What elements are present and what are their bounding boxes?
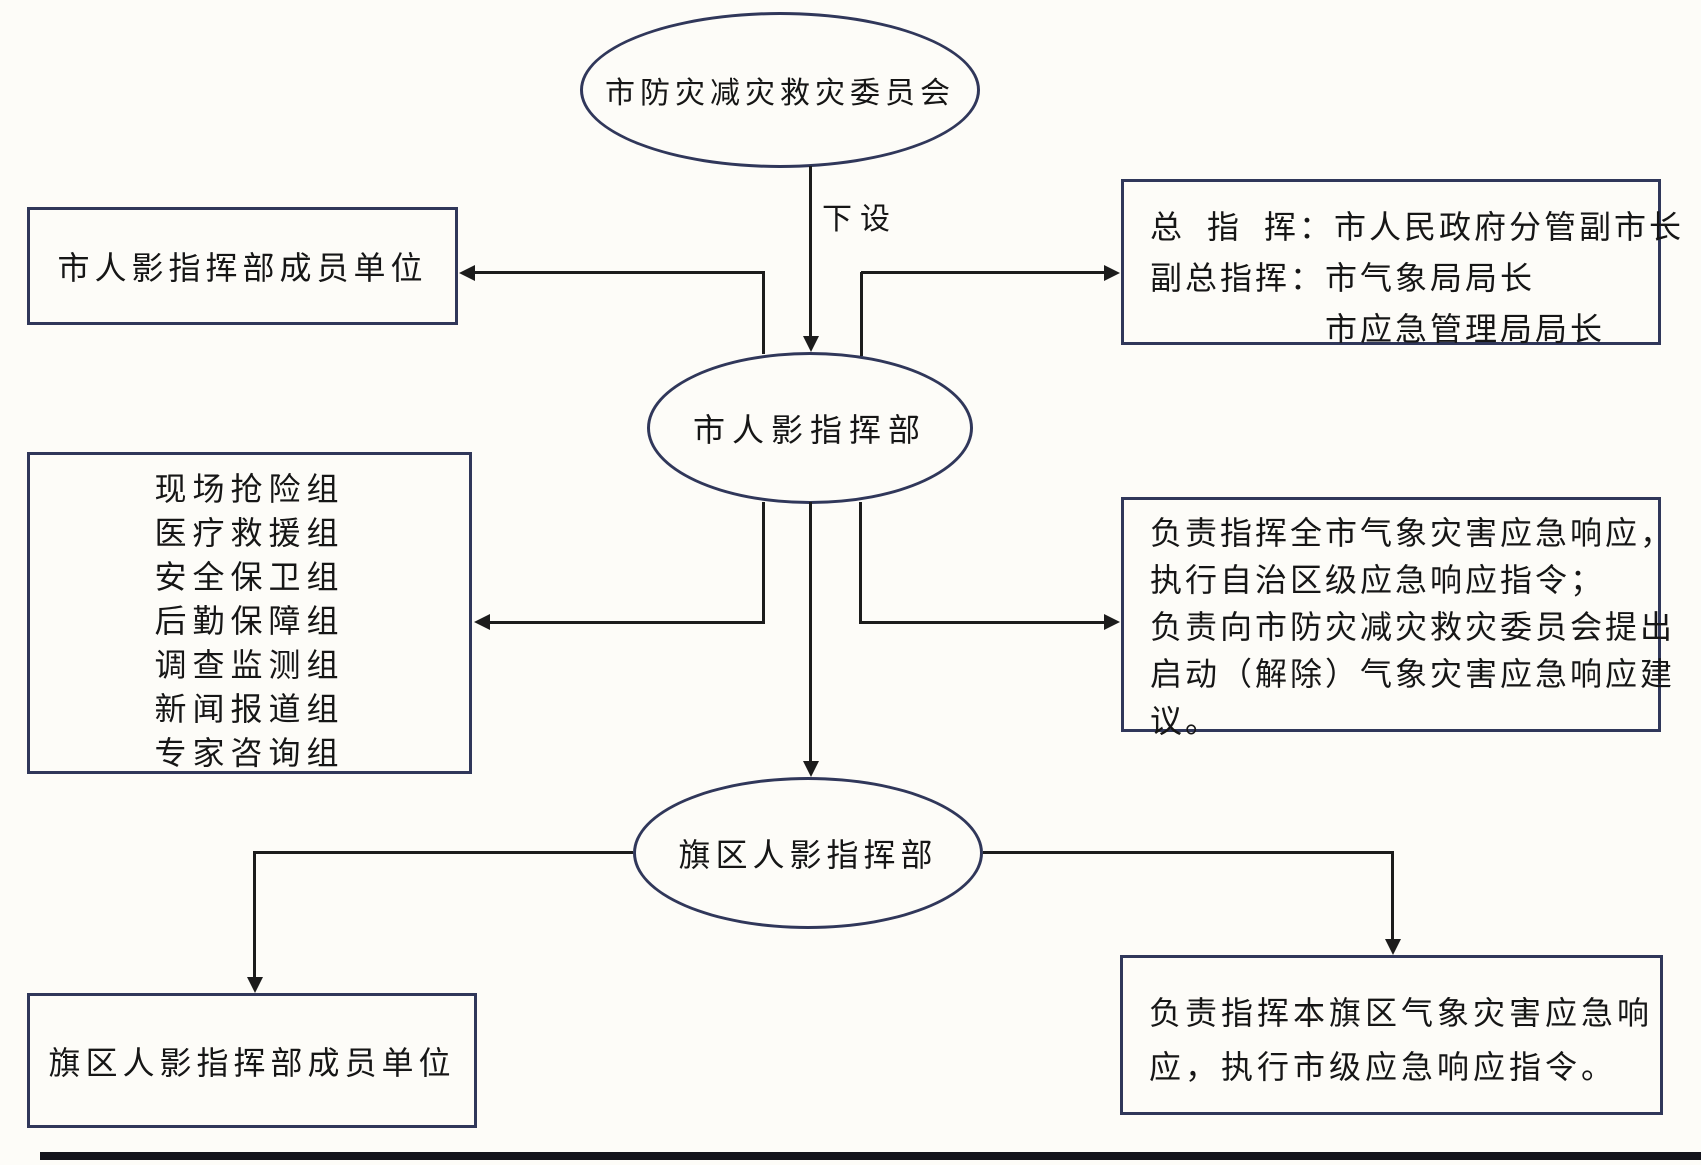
edge-cityhq-to-cityduty-vline — [859, 502, 862, 624]
text-line: 总 指 挥：市人民政府分管副市长 — [1150, 209, 1685, 245]
edge-label-xiashe: 下设 — [822, 203, 898, 236]
text-line: 市应急管理局局长 — [1150, 311, 1606, 347]
text-line: 应，执行市级应急响应指令。 — [1149, 1049, 1618, 1085]
edge-cityhq-to-members-vline — [762, 272, 765, 354]
edge-cityhq-to-cityduty-hline — [860, 621, 1105, 624]
edge-cityhq-to-workgroups-vline — [762, 502, 765, 624]
edge-committee-to-cityhq-arrowhead-icon — [803, 336, 819, 352]
text-line: 后勤保障组 — [154, 603, 345, 639]
box-city-hq-duties: 负责指挥全市气象灾害应急响应， 执行自治区级应急响应指令； 负责向市防灾减灾救灾委员… — [1121, 497, 1676, 739]
edge-bannerhq-to-bannermembers-hline — [254, 851, 633, 854]
node-banner-weather-mod-hq: 旗区人影指挥部 — [633, 777, 983, 929]
work-groups-list: 现场抢险组医疗救援组安全保卫组后勤保障组调查监测组新闻报道组专家咨询组 — [30, 455, 469, 771]
edge-cityhq-to-cityduty-arrowhead-icon — [1104, 614, 1120, 630]
edge-cityhq-to-commanders-vline — [860, 272, 863, 356]
edge-bannerhq-to-bannerduty-vline — [1391, 851, 1394, 939]
edge-bannerhq-to-bannerduty-arrowhead-icon — [1385, 939, 1401, 955]
text-line: 负责向市防灾减灾救灾委员会提出 — [1150, 609, 1676, 645]
edge-bannerhq-to-bannerduty-hline — [983, 851, 1393, 854]
edge-cityhq-to-bannerhq-arrowhead-icon — [803, 761, 819, 777]
text-line: 调查监测组 — [154, 647, 345, 683]
text-line: 现场抢险组 — [154, 471, 345, 507]
edge-cityhq-to-members-hline — [475, 271, 765, 274]
text-line: 执行自治区级应急响应指令； — [1150, 562, 1606, 598]
edge-cityhq-to-commanders-hline — [861, 271, 1104, 274]
edge-cityhq-to-bannerhq-line — [809, 502, 812, 762]
node-city-weather-mod-hq: 市人影指挥部 — [647, 352, 973, 504]
edge-bannerhq-to-bannermembers-vline — [253, 851, 256, 977]
edge-bannerhq-to-bannermembers-arrowhead-icon — [247, 977, 263, 993]
node-label: 旗区人影指挥部 — [678, 837, 938, 873]
box-city-hq-member-units: 市人影指挥部成员单位 — [27, 207, 458, 325]
text-line: 议。 — [1150, 703, 1221, 739]
text-line: 启动（解除）气象灾害应急响应建 — [1150, 656, 1676, 692]
text-line: 新闻报道组 — [154, 691, 345, 727]
text-line: 负责指挥本旗区气象灾害应急响 — [1149, 995, 1654, 1031]
node-label: 市人影指挥部 — [692, 412, 927, 448]
banner-duty-text: 负责指挥本旗区气象灾害应急响应，执行市级应急响应指令。 — [1123, 958, 1660, 1112]
node-label: 市防灾减灾救灾委员会 — [605, 77, 955, 110]
box-commanders: 总 指 挥：市人民政府分管副市长副总指挥：市气象局局长 市应急管理局局长 — [1121, 179, 1685, 347]
node-label: 旗区人影指挥部成员单位 — [48, 1044, 456, 1081]
node-city-disaster-committee: 市防灾减灾救灾委员会 — [580, 12, 980, 168]
box-work-groups: 现场抢险组医疗救援组安全保卫组后勤保障组调查监测组新闻报道组专家咨询组 — [27, 452, 472, 774]
box-banner-hq-duties: 负责指挥本旗区气象灾害应急响应，执行市级应急响应指令。 — [1120, 955, 1663, 1115]
box-banner-hq-member-units: 旗区人影指挥部成员单位 — [27, 993, 477, 1128]
text-line: 安全保卫组 — [154, 559, 345, 595]
city-duty-text: 负责指挥全市气象灾害应急响应， 执行自治区级应急响应指令； 负责向市防灾减灾救灾委员… — [1124, 500, 1676, 739]
page-bottom-rule — [40, 1152, 1701, 1160]
text-line: 副总指挥：市气象局局长 — [1150, 260, 1536, 296]
text-line: 医疗救援组 — [154, 515, 345, 551]
text-line: 专家咨询组 — [154, 735, 345, 771]
edge-cityhq-to-workgroups-arrowhead-icon — [474, 614, 490, 630]
edge-cityhq-to-members-arrowhead-icon — [459, 265, 475, 281]
node-label: 市人影指挥部成员单位 — [57, 250, 428, 286]
edge-cityhq-to-commanders-arrowhead-icon — [1104, 265, 1120, 281]
text-line: 负责指挥全市气象灾害应急响应， — [1150, 515, 1676, 551]
edge-cityhq-to-workgroups-hline — [488, 621, 765, 624]
commanders-text: 总 指 挥：市人民政府分管副市长副总指挥：市气象局局长 市应急管理局局长 — [1124, 182, 1685, 347]
edge-committee-to-cityhq-line — [809, 166, 812, 338]
